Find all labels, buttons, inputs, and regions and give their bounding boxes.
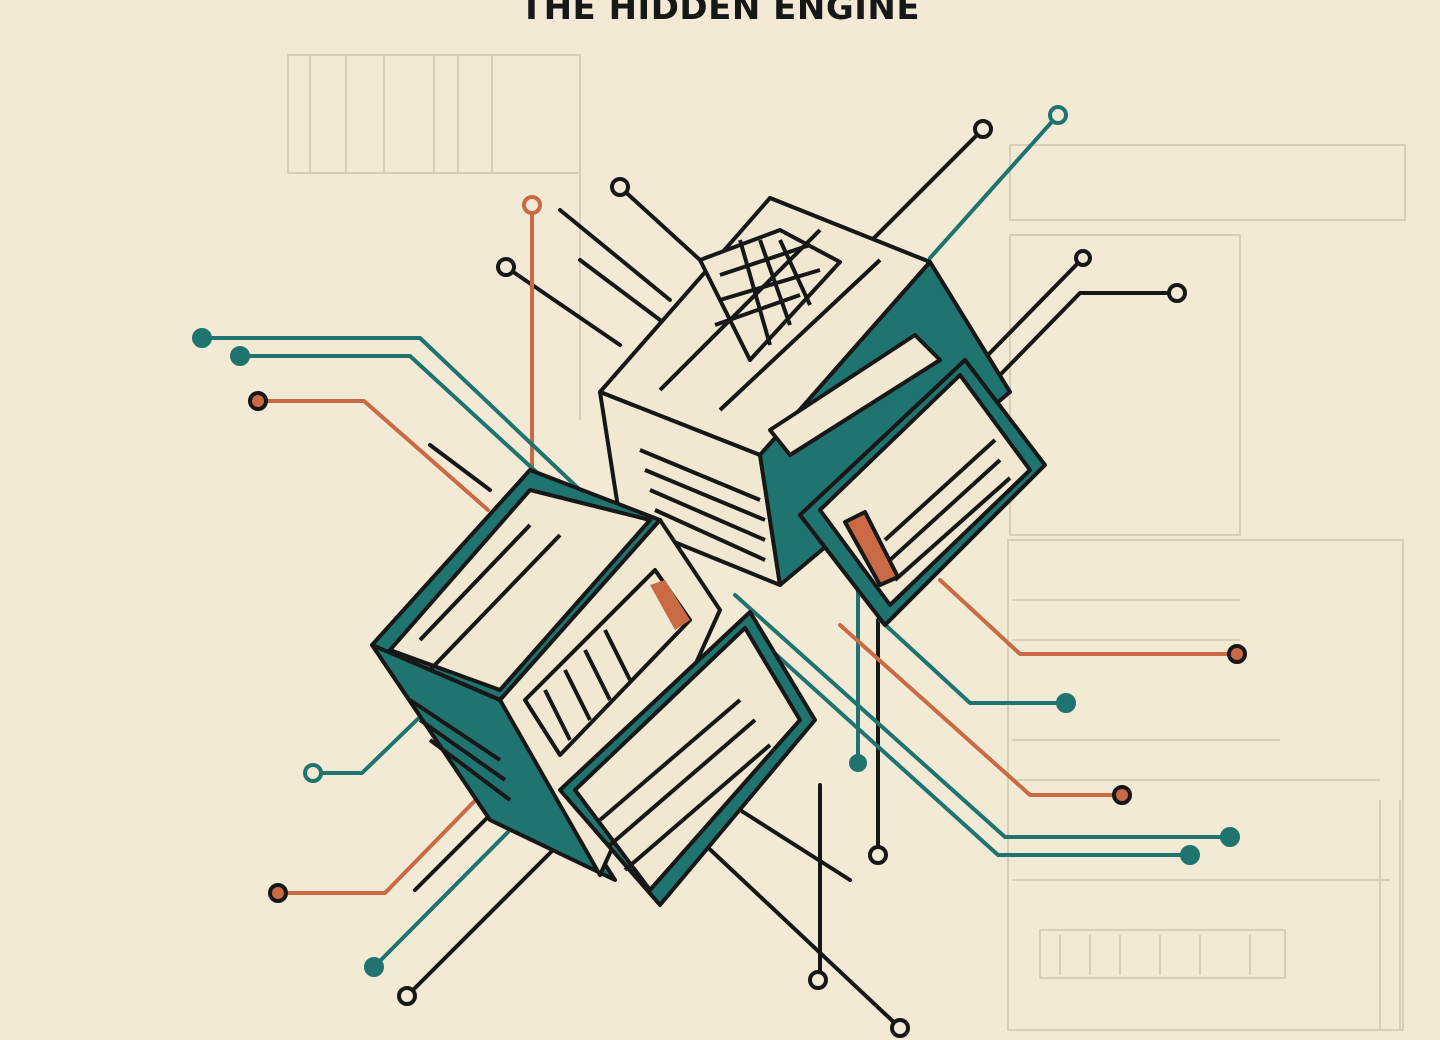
lower-left-block bbox=[370, 468, 722, 882]
background-blueprints bbox=[287, 54, 1406, 1031]
wire-terminals bbox=[192, 105, 1247, 1038]
right-block bbox=[798, 358, 1047, 627]
engine-blocks bbox=[370, 196, 1047, 907]
upper-block bbox=[598, 196, 1012, 587]
lower-right-block bbox=[558, 610, 817, 907]
poster-title: THE HIDDEN ENGINE bbox=[519, 0, 921, 28]
